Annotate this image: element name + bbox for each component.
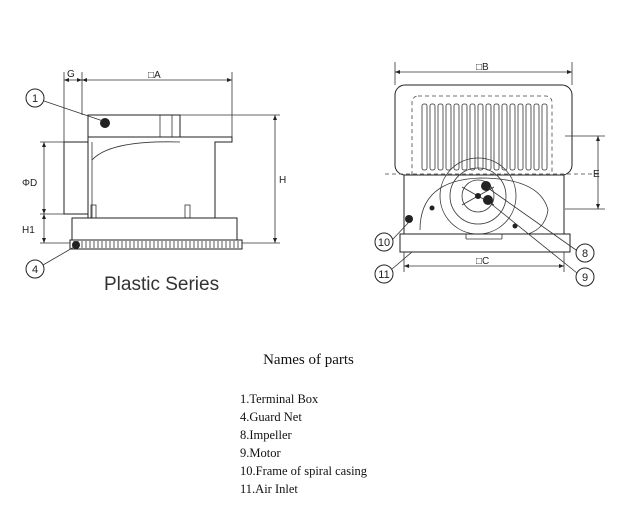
callout-4-circle [25,259,45,279]
parts-list-item: 9.Motor [240,446,281,460]
parts-list-title: Names of parts [263,352,354,368]
callout-10: 10 [378,237,390,249]
dim-c-label: □C [476,256,489,267]
parts-diagram: G □A ΦD H1 [22,62,605,287]
callout-11-circle [374,264,394,284]
motor-marker [483,195,493,205]
parts-list-item: 10.Frame of spiral casing [240,464,368,478]
callout-9: 9 [582,272,588,284]
side-view: G □A ΦD H1 [22,69,286,279]
front-view: □B E [374,62,605,287]
callout-8-circle [575,243,595,263]
callout-8: 8 [582,248,588,260]
base-frame [71,217,238,241]
parts-list-item: 4.Guard Net [240,410,302,424]
parts-list-item: 11.Air Inlet [240,482,298,496]
dim-e-label: E [593,169,600,180]
guard-net [69,239,243,250]
outer-frame [394,84,573,176]
callout-4: 4 [32,264,38,276]
motor-hub [461,179,495,213]
callout-10-circle [374,232,394,252]
parts-list: 1.Terminal Box 4.Guard Net 8.Impeller 9.… [240,390,367,498]
parts-list-item: 8.Impeller [240,428,292,442]
series-title: Plastic Series [104,274,220,295]
base-plate [399,233,571,253]
dim-g-label: G [67,69,75,80]
dim-a-label: □A [148,70,161,81]
parts-list-item: 1.Terminal Box [240,392,319,406]
dim-h-label: H [279,175,286,186]
dim-d-label: ΦD [22,178,37,189]
dim-h1-label: H1 [22,225,35,236]
callout-1-circle [25,88,45,108]
callout-9-circle [575,267,595,287]
terminal-box-marker [100,118,110,128]
callout-1: 1 [32,93,38,105]
dim-b-label: □B [476,62,489,73]
callout-11: 11 [378,269,389,281]
duct-spout [63,141,89,215]
casing-marker [405,215,413,223]
